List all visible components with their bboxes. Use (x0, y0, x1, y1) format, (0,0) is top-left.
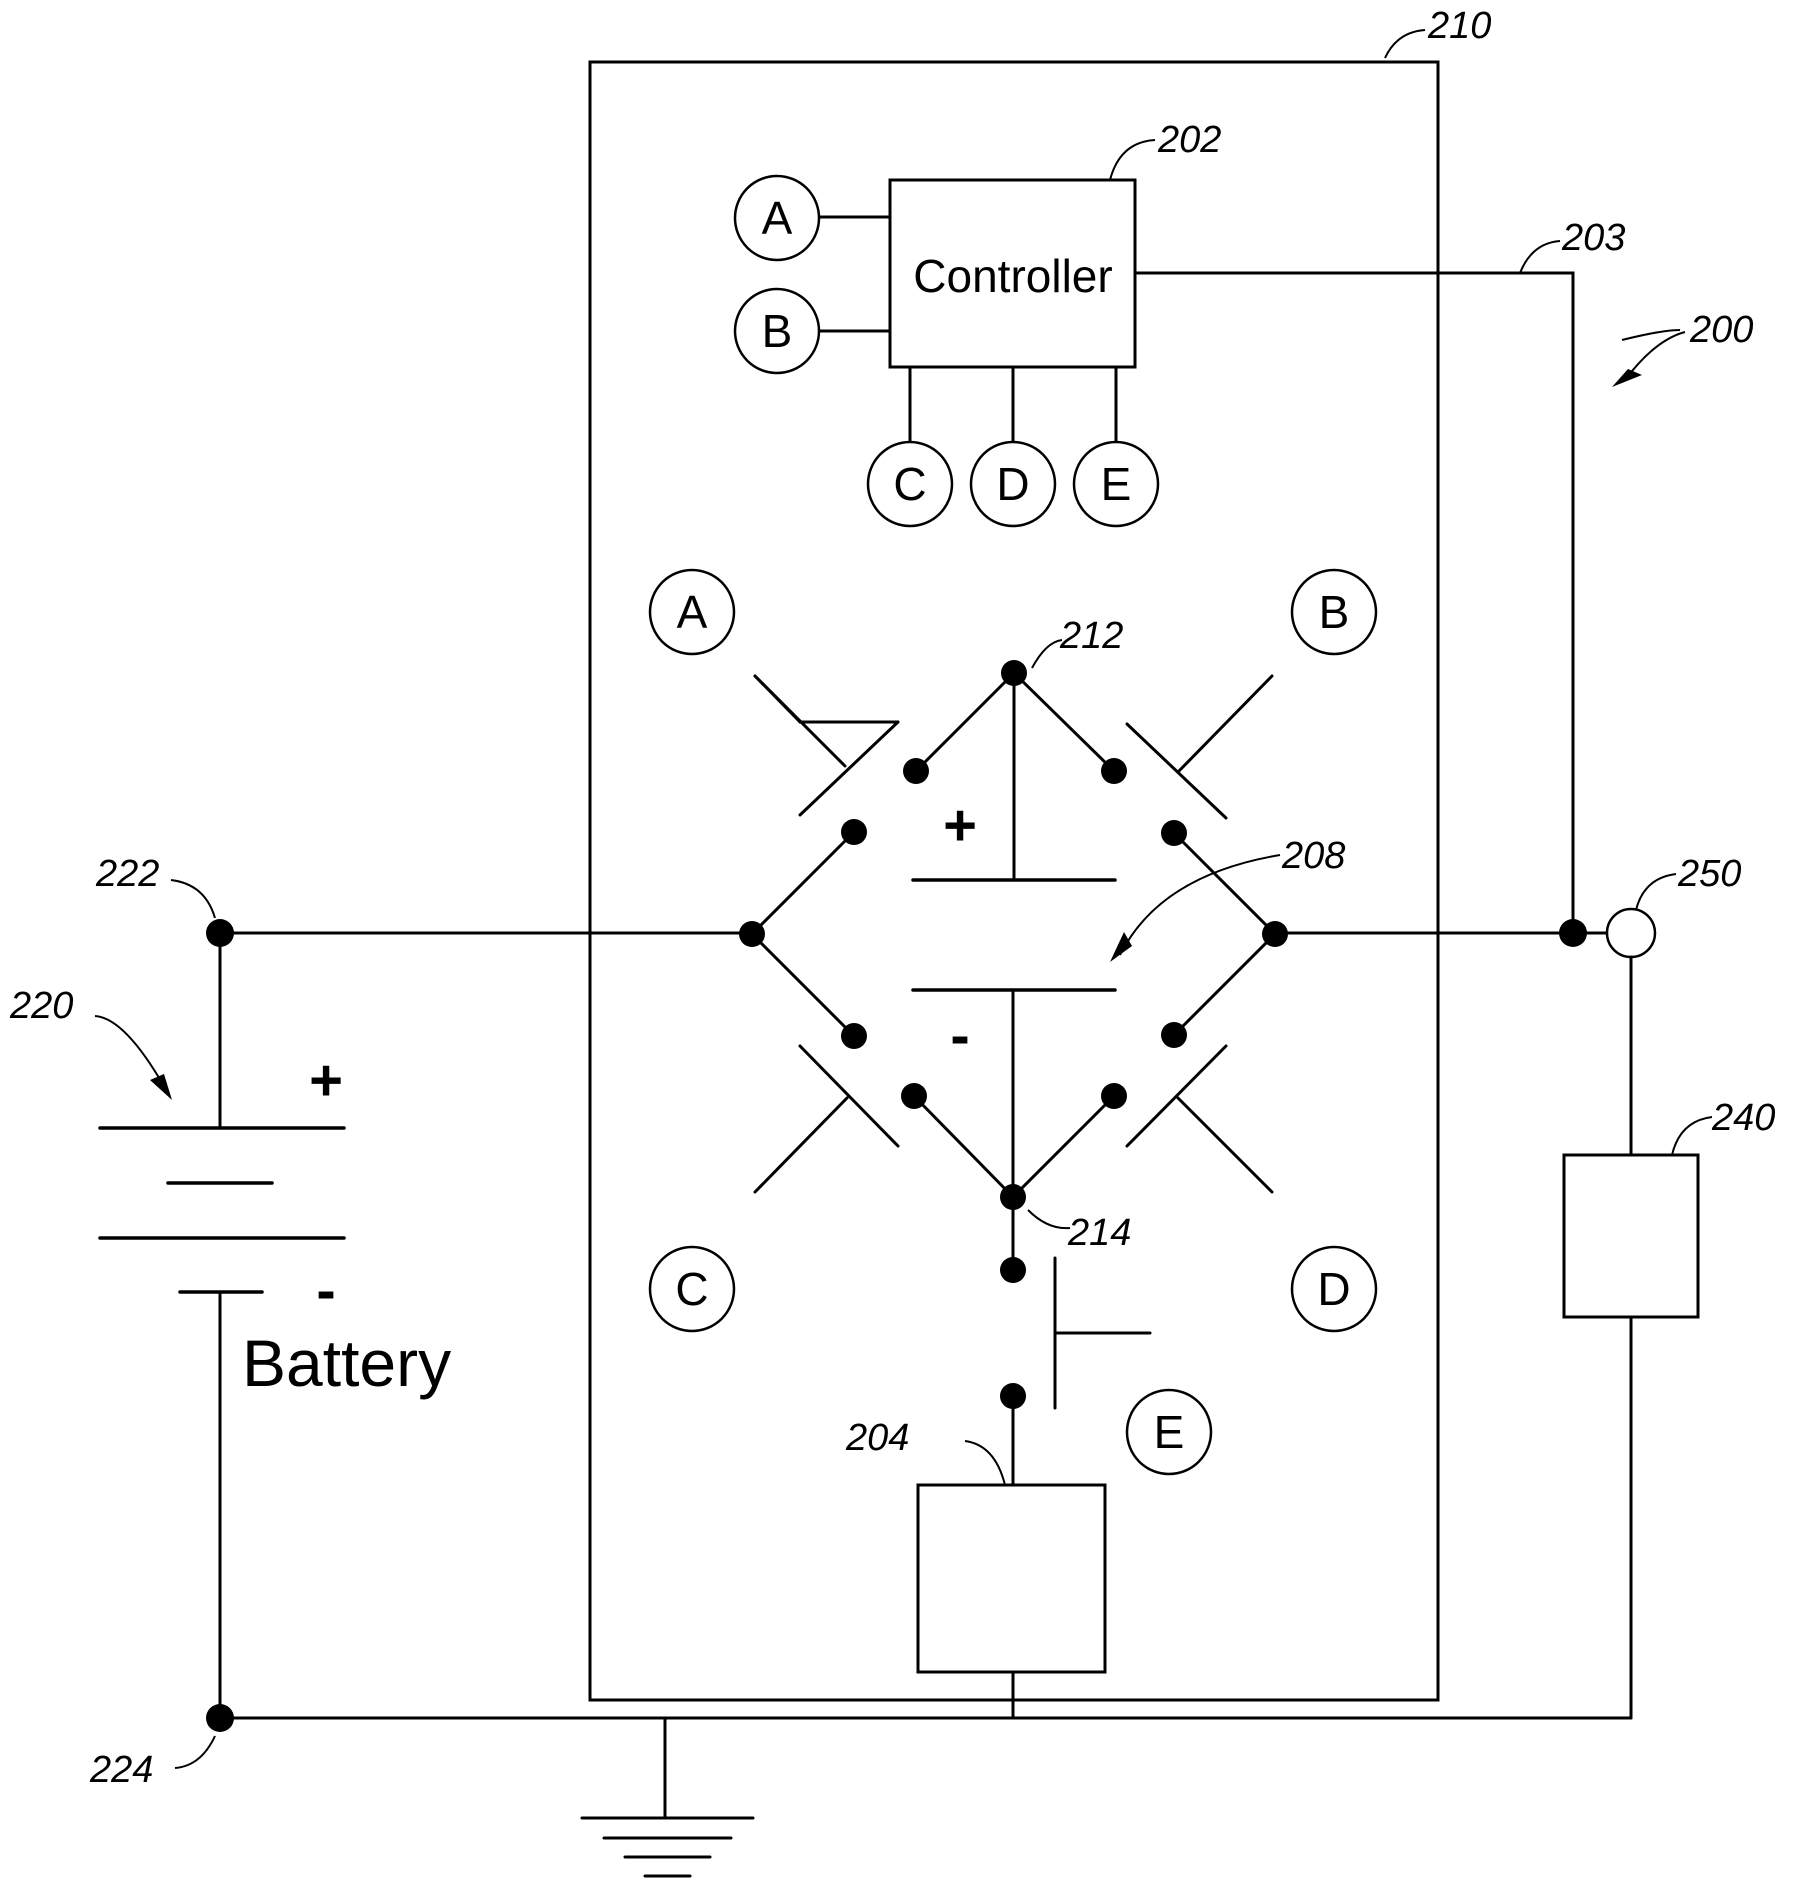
ref-220: 220 (9, 985, 73, 1027)
svg-text:C: C (675, 1263, 708, 1315)
ref-203: 203 (1561, 217, 1625, 259)
battery-plus: + (309, 1048, 343, 1113)
capacitor-minus: - (950, 1003, 969, 1068)
svg-text:D: D (996, 458, 1029, 510)
output-node (1559, 919, 1587, 947)
controller-output-c: C (868, 442, 952, 526)
component-204 (918, 1485, 1105, 1672)
svg-text:C: C (893, 458, 926, 510)
load-240 (1564, 1155, 1698, 1317)
ref-212: 212 (1059, 615, 1123, 657)
controller-output-e: E (1074, 442, 1158, 526)
switch-label-e: E (1127, 1390, 1211, 1474)
ref-222: 222 (95, 853, 159, 895)
switch-label-b: B (1292, 570, 1376, 654)
ground-symbol (582, 1718, 753, 1876)
svg-text:E: E (1154, 1406, 1185, 1458)
ref-240: 240 (1711, 1097, 1775, 1139)
controller-label: Controller (913, 250, 1112, 302)
switch-d-blade (1178, 1098, 1272, 1192)
ref-250: 250 (1677, 853, 1741, 895)
controller-input-b: B (735, 289, 819, 373)
ref-204: 204 (845, 1417, 909, 1459)
svg-text:B: B (762, 305, 793, 357)
controller-block: Controller (818, 180, 1573, 933)
switch-b-blade (1178, 676, 1272, 772)
ref-210: 210 (1427, 5, 1491, 47)
terminal-250 (1607, 909, 1655, 957)
ref-224: 224 (89, 1749, 153, 1791)
svg-text:D: D (1317, 1263, 1350, 1315)
switch-label-a: A (650, 570, 734, 654)
controller-input-a: A (735, 176, 819, 260)
controller-output-d: D (971, 442, 1055, 526)
ref-202: 202 (1157, 119, 1221, 161)
ref-200: 200 (1689, 309, 1753, 351)
svg-text:E: E (1101, 458, 1132, 510)
h-bridge: + - (739, 660, 1288, 1270)
svg-text:A: A (677, 586, 708, 638)
svg-text:A: A (762, 192, 793, 244)
svg-text:B: B (1319, 586, 1350, 638)
ref-208: 208 (1281, 835, 1345, 877)
battery: + - Battery (100, 919, 451, 1732)
switch-c-blade (755, 1098, 847, 1192)
ref-214: 214 (1067, 1212, 1131, 1254)
capacitor-plus: + (943, 793, 977, 858)
switch-label-c: C (650, 1247, 734, 1331)
battery-label: Battery (242, 1326, 451, 1400)
switch-label-d: D (1292, 1247, 1376, 1331)
battery-minus: - (316, 1258, 335, 1323)
